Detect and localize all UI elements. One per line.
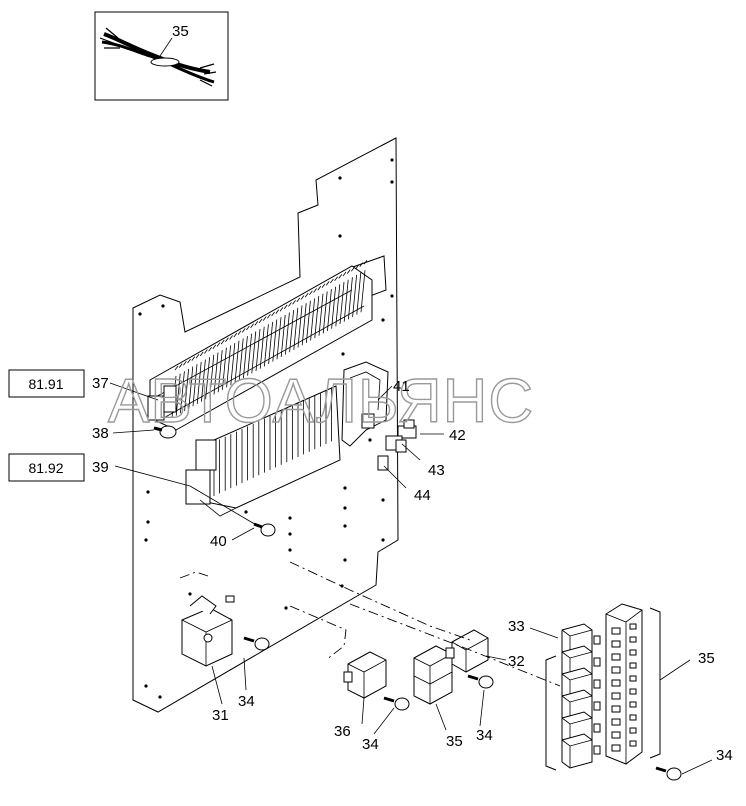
reference-label-2: 81.92 <box>28 460 63 476</box>
callout-35-middle: 35 <box>446 733 463 750</box>
callout-44: 44 <box>414 487 431 504</box>
inset-callout-35: 35 <box>172 23 189 40</box>
callout-40: 40 <box>210 533 227 550</box>
callout-34-c: 34 <box>476 727 493 744</box>
callout-33: 33 <box>508 618 525 635</box>
relay-stack-33 <box>561 623 601 769</box>
screw-34-c <box>467 674 494 689</box>
relay-35-middle <box>413 645 453 705</box>
callout-39: 39 <box>92 459 109 476</box>
relay-socket-strip <box>605 603 643 765</box>
callout-31: 31 <box>212 707 229 724</box>
screw-34-d <box>655 766 682 781</box>
screw-38 <box>153 425 177 439</box>
callout-38: 38 <box>92 425 109 442</box>
callout-37: 37 <box>92 375 109 392</box>
label-tag <box>377 455 389 471</box>
screw-40 <box>253 522 276 537</box>
callout-34-d: 34 <box>716 747 733 764</box>
relay-holder <box>341 361 389 447</box>
callout-42: 42 <box>449 427 466 444</box>
relay-base-31 <box>181 595 235 667</box>
callout-34-b: 34 <box>362 736 379 753</box>
terminal-block-strip-upper <box>147 255 387 431</box>
watermark-text: АВТОАЛЬЯНС <box>108 367 534 436</box>
reference-label-1: 81.91 <box>28 376 63 392</box>
bracket-35 <box>649 607 661 759</box>
screw-34-a <box>243 636 270 651</box>
callout-43: 43 <box>428 462 445 479</box>
fuse-link <box>397 419 417 439</box>
callouts: 37 38 39 40 41 42 43 44 31 34 36 34 35 3… <box>92 375 733 764</box>
terminal-block-group-lower <box>185 385 341 517</box>
inset-harness: 35 <box>94 11 229 101</box>
callout-34-a: 34 <box>238 693 255 710</box>
callout-41: 41 <box>393 378 410 395</box>
screw-34-b <box>383 696 410 711</box>
callout-32: 32 <box>508 653 525 670</box>
bracket-33 <box>545 655 557 771</box>
leader-lines <box>109 382 713 775</box>
relay-36 <box>343 651 387 699</box>
reference-box-1[interactable]: 81.91 <box>8 369 85 398</box>
wire-harness-icon <box>99 27 217 87</box>
reference-box-2[interactable]: 81.92 <box>8 453 85 482</box>
callout-35-right: 35 <box>698 650 715 667</box>
callout-36: 36 <box>334 723 351 740</box>
diode-module <box>385 435 407 453</box>
assembly-guides <box>179 561 561 687</box>
